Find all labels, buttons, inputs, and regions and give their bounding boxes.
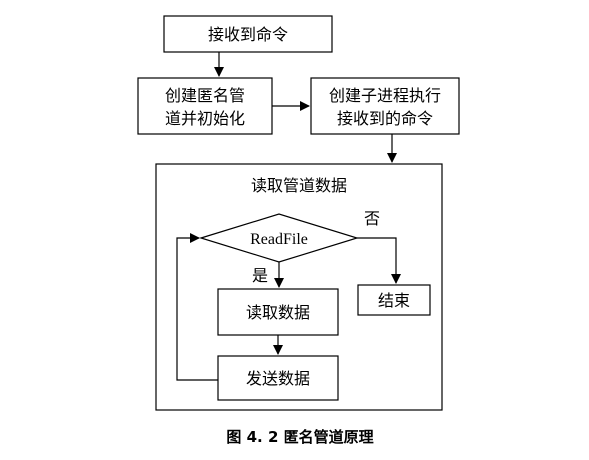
create-pipe-box [137, 77, 273, 135]
figure-caption: 图 4. 2 匿名管道原理 [226, 428, 373, 446]
end-label: 结束 [378, 291, 410, 310]
send-data-box [217, 355, 339, 401]
create-pipe-label-1: 创建匿名管 [165, 86, 245, 105]
edge-label-no: 否 [364, 209, 380, 228]
read-data-label: 读取数据 [246, 303, 310, 322]
arrow-loop-back [176, 233, 218, 381]
read-pipe-group-label: 读取管道数据 [251, 176, 347, 195]
receive-command-label: 接收到命令 [208, 25, 288, 44]
create-pipe-label-2: 道并初始化 [165, 109, 245, 128]
readfile-decision-label: ReadFile [250, 231, 308, 248]
end-box [357, 284, 431, 316]
arrow-no-to-end [357, 237, 401, 284]
create-child-label-1: 创建子进程执行 [329, 86, 441, 105]
edge-label-yes: 是 [252, 266, 268, 285]
send-data-label: 发送数据 [246, 369, 310, 388]
create-child-label-2: 接收到的命令 [337, 109, 433, 128]
receive-command-box [163, 15, 333, 53]
create-child-box [310, 77, 460, 135]
